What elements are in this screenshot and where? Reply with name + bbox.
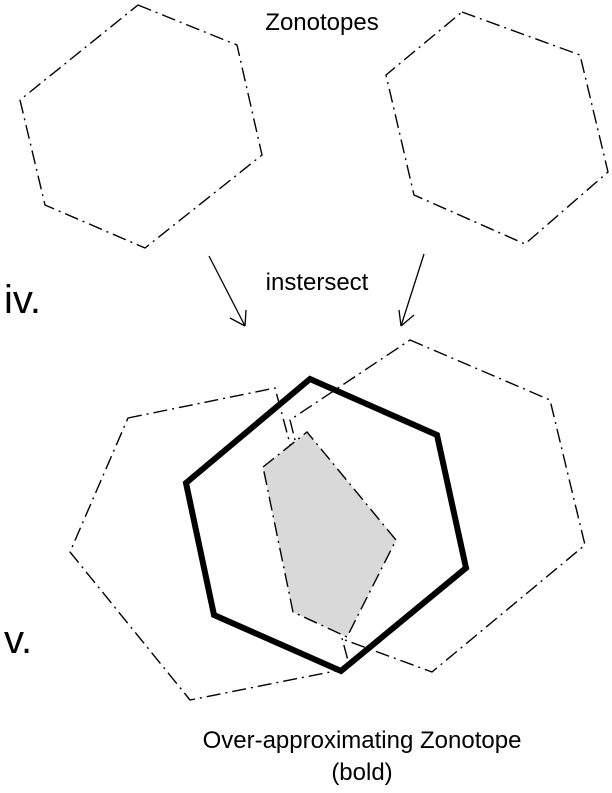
exact-intersection-region [262,431,397,638]
right-arrow-icon [398,253,425,327]
zonotope-lower-left [69,387,351,701]
zonotope-lower-right [289,339,586,673]
intersect-label: instersect [266,269,369,296]
zonotope-top-right [385,11,609,245]
step-label-v: v. [4,618,32,662]
caption-line-2: (bold) [331,759,392,786]
step-label-iv: iv. [4,278,41,322]
zonotope-top-left [19,4,263,249]
zonotopes-title: Zonotopes [265,9,378,36]
left-arrow-icon [208,255,247,327]
over-approximating-zonotope [182,375,470,675]
caption-line-1: Over-approximating Zonotope [203,727,522,754]
